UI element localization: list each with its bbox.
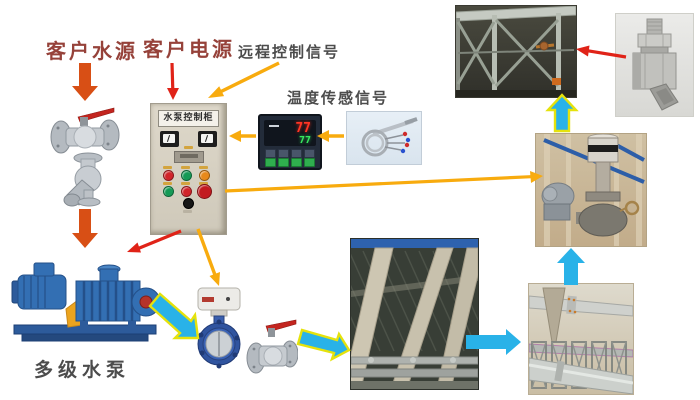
button-label bbox=[181, 182, 190, 185]
inlet-ball-valve-image bbox=[50, 104, 120, 156]
cabinet-digital-display bbox=[174, 151, 204, 163]
butterfly-valve-icon bbox=[197, 287, 241, 369]
arrow-valves-to-fill bbox=[296, 328, 351, 362]
cabinet-meter-left bbox=[160, 131, 179, 147]
controller-sv-value: 77 bbox=[298, 135, 311, 146]
pipeline-manifold-image bbox=[528, 283, 634, 395]
arrow-cabinet-to-actuated-valve bbox=[224, 175, 532, 193]
controller-key-green bbox=[278, 158, 289, 167]
cabinet-selector-knob bbox=[183, 198, 194, 209]
arrow-power-to-cabinet bbox=[170, 62, 175, 91]
butterfly-valve-image bbox=[197, 285, 241, 370]
controller-key bbox=[278, 149, 289, 158]
arrow-cabinet-to-butterfly-valve-head bbox=[209, 272, 220, 286]
controller-key bbox=[291, 149, 302, 158]
control-valve-icon bbox=[541, 134, 645, 246]
y-strainer-image bbox=[60, 152, 116, 208]
button-label bbox=[199, 166, 208, 169]
arrow-nozzle-to-tower-head bbox=[576, 45, 590, 57]
fitting-icon bbox=[632, 18, 679, 111]
controller-key bbox=[304, 149, 315, 158]
temperature-sensor-image bbox=[346, 111, 422, 165]
arrow-power-to-cabinet-head bbox=[167, 88, 179, 100]
arrow-remote-to-cabinet-head bbox=[208, 86, 225, 98]
button-label bbox=[163, 166, 172, 169]
actuated-valve-field-image bbox=[535, 133, 647, 247]
pipeline-icon bbox=[529, 287, 633, 394]
arrow-strainer-to-pump bbox=[72, 209, 98, 248]
button-label bbox=[181, 166, 190, 169]
nozzle-fitting-image bbox=[615, 13, 694, 117]
cooling-tower-panel-image bbox=[455, 5, 577, 98]
cabinet-button-stop bbox=[197, 184, 212, 199]
controller-pv-value: 77 bbox=[295, 121, 311, 136]
cabinet-button-red2 bbox=[181, 186, 192, 197]
multistage-pump-image bbox=[10, 245, 160, 345]
controller-logo bbox=[269, 125, 279, 127]
ball-valve-icon bbox=[50, 107, 120, 154]
temperature-controller: 77 77 bbox=[258, 114, 322, 170]
arrow-water-to-valve bbox=[72, 63, 98, 101]
cabinet-tag bbox=[184, 146, 193, 149]
arrow-cabinet-to-butterfly-valve bbox=[196, 228, 217, 276]
controller-key-green bbox=[304, 158, 315, 167]
tower-fill-media-image bbox=[350, 238, 479, 390]
controller-key-green bbox=[291, 158, 302, 167]
temperature-probe-icon bbox=[361, 117, 418, 157]
cabinet-button-orange bbox=[199, 170, 210, 181]
cabinet-title-plate: 水泵控制柜 bbox=[158, 110, 219, 127]
button-label bbox=[199, 182, 208, 185]
arrow-valve-to-tower bbox=[545, 93, 579, 133]
arrow-remote-to-cabinet bbox=[215, 61, 280, 96]
label-customer-water-source: 客户水源 bbox=[46, 39, 138, 63]
label-multistage-pump: 多级水泵 bbox=[34, 359, 131, 381]
arrow-pipeline-to-valve bbox=[557, 248, 585, 285]
y-strainer-icon bbox=[63, 152, 103, 207]
arrow-controller-to-cabinet-head bbox=[229, 130, 241, 142]
cabinet-button-red bbox=[163, 170, 174, 181]
pump-control-cabinet: 水泵控制柜 bbox=[150, 103, 227, 235]
fill-media-icon bbox=[351, 239, 478, 389]
cabinet-button-green2 bbox=[163, 186, 174, 197]
button-label bbox=[163, 182, 172, 185]
tower-bracing-icon bbox=[456, 6, 576, 97]
label-temperature-sensor-signal: 温度传感信号 bbox=[287, 89, 390, 107]
controller-key-green bbox=[265, 158, 276, 167]
cabinet-tag bbox=[183, 210, 192, 213]
pump-icon bbox=[11, 262, 160, 342]
label-remote-control-signal: 远程控制信号 bbox=[238, 43, 341, 61]
ball-valve-icon bbox=[246, 319, 298, 374]
cabinet-meter-right bbox=[198, 131, 217, 147]
label-customer-power-source: 客户电源 bbox=[143, 37, 235, 61]
discharge-ball-valve-image bbox=[246, 316, 298, 380]
controller-screen: 77 77 bbox=[264, 120, 316, 146]
controller-key bbox=[265, 149, 276, 158]
cabinet-button-green bbox=[181, 170, 192, 181]
